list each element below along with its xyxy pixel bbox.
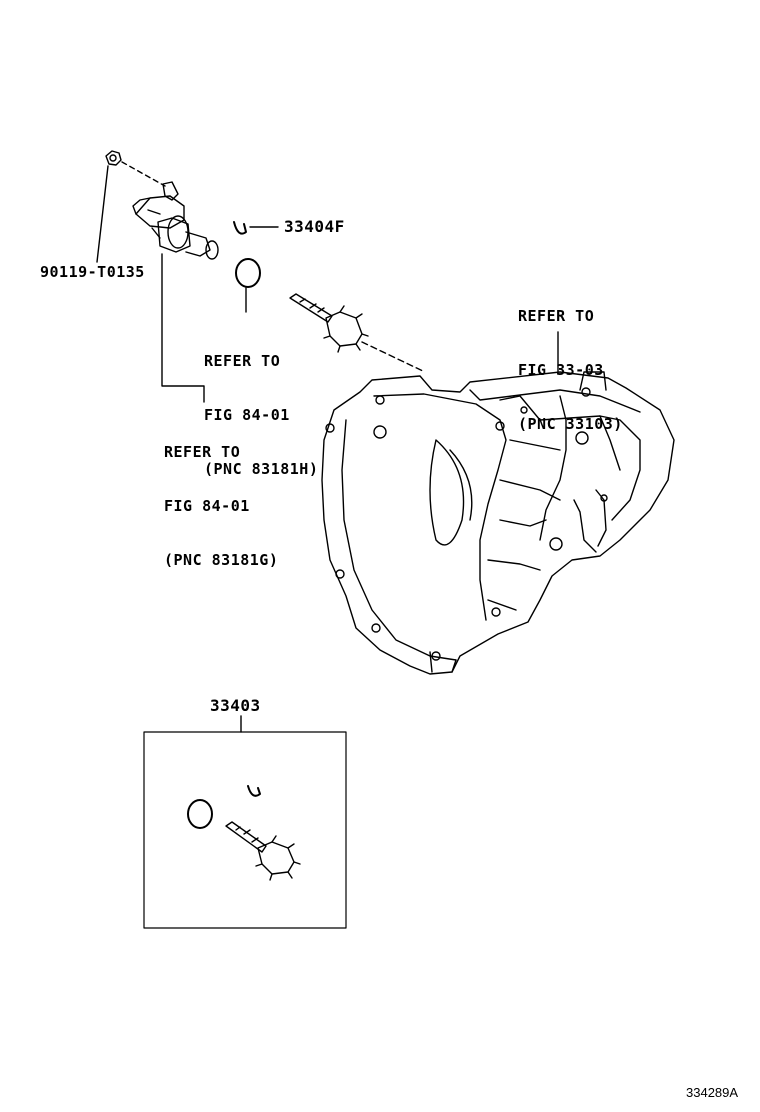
refer-oring-line-2: FIG 84-01 <box>204 406 290 424</box>
refer-sensor-line-2: FIG 84-01 <box>164 497 250 515</box>
refer-case-line-3: (PNC 33103) <box>518 415 623 433</box>
bolt-icon <box>105 150 122 166</box>
clip-icon <box>233 221 247 235</box>
kit-o-ring-icon <box>187 799 213 829</box>
refer-sensor-note: REFER TO FIG 84-01 (PNC 83181G) <box>164 407 278 587</box>
refer-oring-line-1: REFER TO <box>204 352 281 370</box>
bolt-leader-line <box>96 165 109 263</box>
refer-sensor-line-3: (PNC 83181G) <box>164 551 279 569</box>
kit-driven-gear-icon <box>225 821 301 881</box>
refer-oring-line-3: (PNC 83181H) <box>204 460 319 478</box>
refer-case-note: REFER TO FIG 33-03 (PNC 33103) <box>518 271 623 451</box>
gear-dashed-line <box>361 341 426 373</box>
driven-gear-icon <box>289 293 369 353</box>
refer-oring-note: REFER TO FIG 84-01 (PNC 83181H) <box>204 316 318 496</box>
transmission-case-icon <box>321 371 675 675</box>
kit-part-number: 33403 <box>210 696 261 715</box>
o-ring-icon <box>235 258 261 288</box>
bolt-part-number: 90119-T0135 <box>40 263 145 281</box>
refer-case-line-2: FIG 33-03 <box>518 361 604 379</box>
kit-box <box>143 731 347 929</box>
bolt-dashed-line <box>121 161 166 187</box>
clip-part-number: 33404F <box>284 217 345 236</box>
refer-case-line-1: REFER TO <box>518 307 595 325</box>
sensor-leader-line <box>161 253 205 403</box>
kit-clip-icon <box>247 785 261 797</box>
speed-sensor-icon <box>132 181 219 260</box>
figure-code: 334289A <box>686 1085 739 1100</box>
refer-sensor-line-1: REFER TO <box>164 443 241 461</box>
